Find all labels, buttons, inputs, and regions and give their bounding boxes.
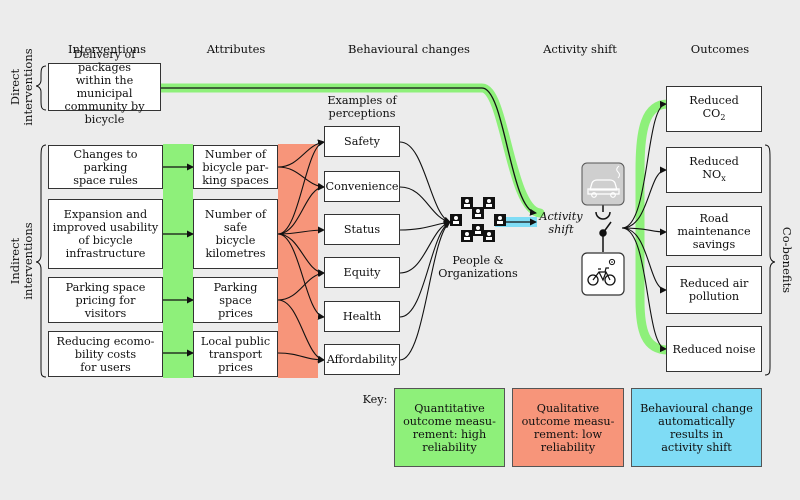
brace-indirect: [35, 144, 47, 378]
brace-direct: [35, 65, 47, 111]
header-outcomes: Outcomes: [690, 42, 750, 56]
label-direct-interventions: Direct interventions: [8, 48, 35, 126]
intervention-parking-rules: Changes to parking space rules: [48, 145, 163, 189]
outcome-glow-path: [635, 99, 673, 355]
key-green-quantitative: Quantitative outcome measu- rement: high…: [394, 388, 505, 467]
people-organizations-icon: [450, 197, 506, 242]
activity-shift-label: Activity shift: [539, 210, 583, 236]
header-activity-shift: Activity shift: [543, 42, 617, 56]
key-label: Key:: [362, 393, 388, 406]
outcome-reduced-co2: Reduced CO2: [666, 86, 762, 132]
direct-arrow: [160, 87, 537, 216]
attribute-safe-bicycle-km: Number of safe bicycle kilometres: [193, 199, 278, 269]
header-attributes: Attributes: [206, 42, 266, 56]
outcome-reduced-noise: Reduced noise: [666, 326, 762, 372]
perception-affordability: Affordability: [324, 344, 400, 375]
car-icon: [581, 162, 625, 206]
people-organizations-label: People & Organizations: [438, 254, 518, 280]
perception-equity: Equity: [324, 257, 400, 288]
switch-mechanism: [595, 205, 612, 252]
perception-health: Health: [324, 301, 400, 332]
outcome-reduced-nox: Reduced NOx: [666, 147, 762, 193]
intervention-parking-pricing: Parking space pricing for visitors: [48, 277, 163, 323]
header-interventions: Interventions: [67, 42, 147, 56]
perception-fan: [399, 141, 451, 361]
green-band: [163, 144, 193, 378]
perceptions-title: Examples of perceptions: [327, 94, 397, 120]
label-co-benefits: Co-benefits: [780, 226, 794, 294]
outcome-co2-formula: CO2: [703, 107, 726, 124]
outcome-road-maintenance: Road maintenance savings: [666, 206, 762, 256]
attribute-fan: [277, 139, 325, 364]
intervention-ecomobility-costs: Reducing ecomo- bility costs for users: [48, 331, 163, 377]
outcome-co2-subscript: 2: [720, 113, 726, 123]
outcome-nox-formula: NOx: [702, 168, 725, 185]
direct-intervention-box: Delivery of packages within the municipa…: [48, 48, 161, 126]
key-blue-automatic: Behavioural change automatically results…: [631, 388, 762, 467]
outcome-co2-main: Reduced: [689, 93, 739, 107]
bicycle-icon: [581, 252, 625, 296]
intervention-bicycle-infrastructure: Expansion and improved usability of bicy…: [48, 199, 163, 269]
attribute-bicycle-parking-spaces: Number of bicycle par- king spaces: [193, 145, 278, 189]
outcome-fan: [621, 100, 667, 353]
label-indirect-interventions: Indirect interventions: [8, 222, 35, 300]
outcome-reduced-air-pollution: Reduced air pollution: [666, 266, 762, 314]
perception-convenience: Convenience: [324, 171, 400, 202]
attribute-parking-prices: Parking space prices: [193, 277, 278, 323]
outcome-nox-subscript: x: [721, 174, 726, 184]
attribute-public-transport-prices: Local public transport prices: [193, 331, 278, 377]
perception-status: Status: [324, 214, 400, 245]
outcome-nox-chem: NO: [702, 167, 722, 181]
brace-cobenefits: [764, 144, 776, 376]
key-orange-qualitative: Qualitative outcome measu- rement: low r…: [512, 388, 624, 467]
header-behavioural-changes: Behavioural changes: [348, 42, 470, 56]
perception-safety: Safety: [324, 126, 400, 157]
outcome-co2-chem: CO: [702, 106, 721, 120]
outcome-nox-main: Reduced: [689, 154, 739, 168]
